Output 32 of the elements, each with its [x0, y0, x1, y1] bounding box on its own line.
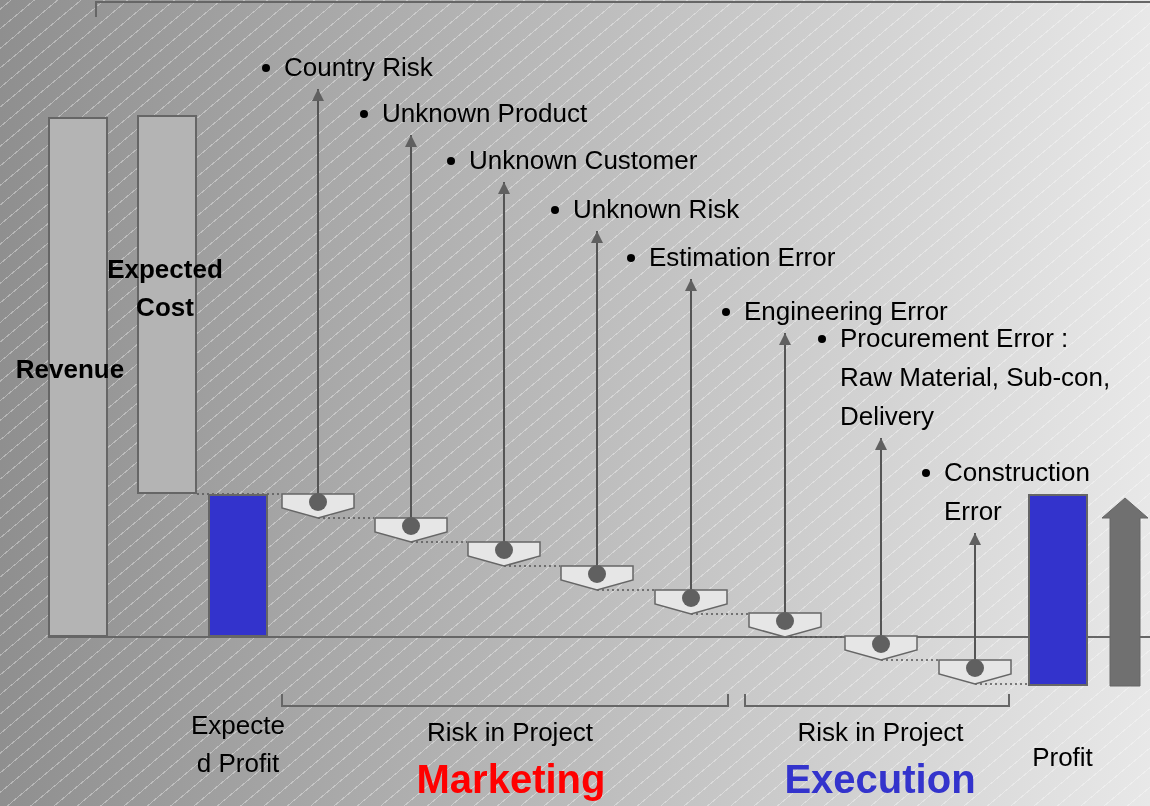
pointer-marker [654, 589, 728, 615]
risk-label: Country Risk [284, 51, 433, 84]
arrow [591, 230, 603, 566]
phase-label: Marketing [415, 756, 607, 802]
arrow [405, 134, 417, 518]
arrow [875, 437, 887, 636]
bar-label: Expected Cost [106, 253, 224, 324]
risk-label: Unknown Product [382, 97, 588, 130]
risk-label: Estimation Error [649, 241, 836, 274]
bar-label: Expected Profit [190, 709, 286, 780]
arrow [969, 532, 981, 660]
risk-label: Engineering Error [744, 295, 948, 328]
pointer-marker [467, 541, 541, 567]
arrow [779, 332, 791, 613]
bar-label: Revenue [14, 353, 126, 386]
pointer-marker [938, 659, 1012, 685]
risk-label: Construction Error [944, 456, 1091, 528]
pointer-marker [748, 612, 822, 638]
pointer-marker [560, 565, 634, 591]
arrow [498, 181, 510, 542]
bar-label: Profit [1031, 741, 1094, 774]
arrow [312, 88, 324, 494]
pointer-marker [374, 517, 448, 543]
pointer-marker [844, 635, 918, 661]
dotted-line [196, 493, 282, 495]
phase-label: Execution [783, 756, 977, 802]
risk-label: Unknown Customer [469, 144, 698, 177]
bracket-label: Risk in Project [796, 716, 965, 748]
risk-label: Unknown Risk [573, 193, 740, 226]
pointer-marker [281, 493, 355, 519]
arrow [685, 278, 697, 590]
bracket-label: Risk in Project [425, 716, 595, 748]
